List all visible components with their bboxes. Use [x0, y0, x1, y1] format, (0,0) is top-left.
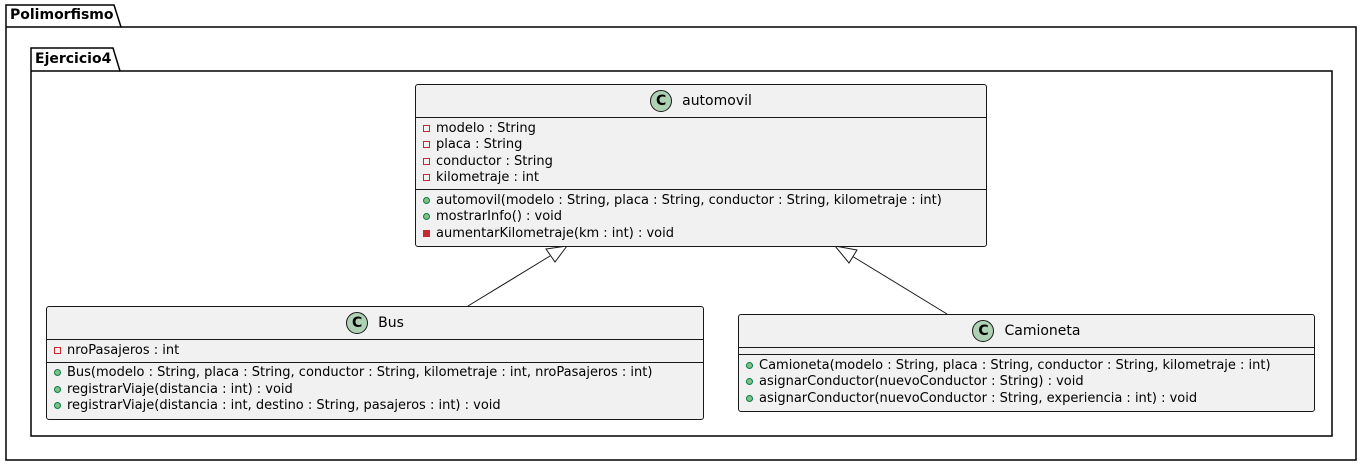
public-visibility-icon	[746, 394, 753, 402]
private-visibility-icon	[54, 346, 61, 354]
public-visibility-icon	[54, 369, 61, 377]
method-signature: Camioneta(modelo : String, placa : Strin…	[759, 357, 1271, 373]
method-signature: asignarConductor(nuevoConductor : String…	[759, 374, 1084, 390]
class-method: Bus(modelo : String, placa : String, con…	[47, 365, 703, 382]
class-name: Camioneta	[1004, 323, 1081, 339]
method-signature: asignarConductor(nuevoConductor : String…	[759, 390, 1198, 406]
private-visibility-icon	[423, 157, 430, 165]
attribute-signature: nroPasajeros : int	[67, 342, 180, 358]
class-attribute: placa : String	[416, 137, 986, 154]
attribute-signature: placa : String	[436, 137, 523, 153]
class-bus[interactable]: C Bus nroPasajeros : int Bus(modelo : St…	[46, 306, 704, 420]
package-ejercicio4-label: Ejercicio4	[35, 51, 112, 67]
class-method: asignarConductor(nuevoConductor : String…	[739, 390, 1314, 407]
package-ejercicio4-frame	[30, 47, 1333, 437]
class-c-icon: C	[650, 90, 673, 112]
class-header: C automovil	[416, 85, 986, 118]
method-signature: mostrarInfo() : void	[436, 209, 563, 225]
attributes-section: nroPasajeros : int	[47, 340, 703, 363]
class-method: Camioneta(modelo : String, placa : Strin…	[739, 357, 1314, 374]
method-signature: registrarViaje(distancia : int, destino …	[67, 398, 501, 414]
private-visibility-icon	[423, 229, 430, 237]
public-visibility-icon	[423, 213, 430, 221]
class-attribute: modelo : String	[416, 120, 986, 137]
class-method: aumentarKilometraje(km : int) : void	[416, 225, 986, 242]
attribute-signature: modelo : String	[436, 120, 536, 136]
public-visibility-icon	[746, 378, 753, 386]
method-signature: Bus(modelo : String, placa : String, con…	[67, 365, 653, 381]
attributes-section	[739, 348, 1314, 355]
public-visibility-icon	[746, 361, 753, 369]
class-method: mostrarInfo() : void	[416, 209, 986, 226]
package-polimorfismo-label: Polimorfismo	[10, 7, 114, 23]
class-method: registrarViaje(distancia : int, destino …	[47, 398, 703, 415]
public-visibility-icon	[423, 196, 430, 204]
class-c-icon: C	[972, 320, 995, 342]
class-header: C Camioneta	[739, 315, 1314, 348]
inheritance-arrowhead-bus	[545, 245, 569, 263]
private-visibility-icon	[423, 141, 430, 149]
class-attribute: conductor : String	[416, 153, 986, 170]
class-method: registrarViaje(distancia : int) : void	[47, 381, 703, 398]
class-name: Bus	[378, 315, 404, 331]
class-camioneta[interactable]: C Camioneta Camioneta(modelo : String, p…	[738, 314, 1315, 412]
attribute-signature: conductor : String	[436, 153, 553, 169]
method-signature: aumentarKilometraje(km : int) : void	[436, 225, 674, 241]
private-visibility-icon	[423, 174, 430, 182]
methods-section: automovil(modelo : String, placa : Strin…	[416, 190, 986, 245]
methods-section: Camioneta(modelo : String, placa : Strin…	[739, 355, 1314, 410]
class-header: C Bus	[47, 307, 703, 340]
private-visibility-icon	[423, 124, 430, 132]
class-c-icon: C	[346, 312, 369, 334]
inheritance-arrowhead-camioneta	[833, 245, 858, 264]
class-method: automovil(modelo : String, placa : Strin…	[416, 192, 986, 209]
methods-section: Bus(modelo : String, placa : String, con…	[47, 363, 703, 418]
class-name: automovil	[682, 93, 752, 109]
public-visibility-icon	[54, 385, 61, 393]
class-attribute: kilometraje : int	[416, 170, 986, 187]
class-attribute: nroPasajeros : int	[47, 342, 703, 359]
method-signature: automovil(modelo : String, placa : Strin…	[436, 192, 942, 208]
class-method: asignarConductor(nuevoConductor : String…	[739, 374, 1314, 391]
method-signature: registrarViaje(distancia : int) : void	[67, 381, 293, 397]
package-polimorfismo-frame	[5, 4, 1357, 461]
inheritance-line-bus	[467, 255, 551, 307]
public-visibility-icon	[54, 402, 61, 410]
inheritance-line-camioneta	[851, 255, 948, 315]
attribute-signature: kilometraje : int	[436, 170, 539, 186]
